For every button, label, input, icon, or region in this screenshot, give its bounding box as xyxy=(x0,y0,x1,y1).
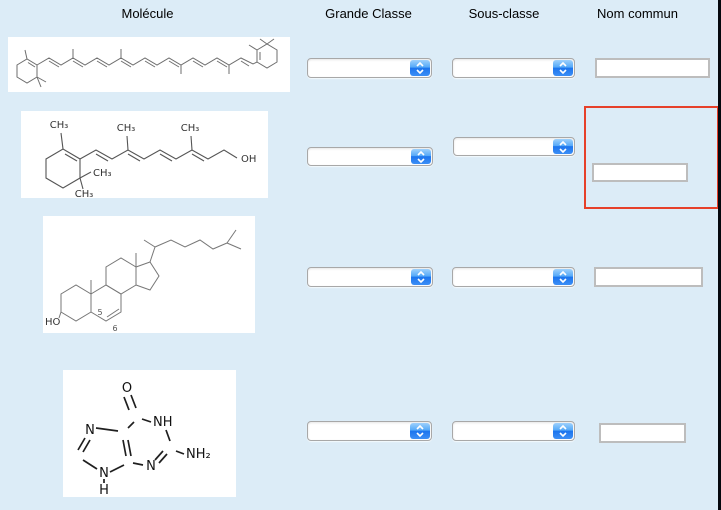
window-edge xyxy=(718,0,721,510)
column-header-molecule: Molécule xyxy=(121,6,174,21)
stepper-arrows-icon xyxy=(410,60,430,76)
guanine-n3-label: N xyxy=(146,459,156,474)
retinol-chain-ch3-label-2: CH₃ xyxy=(181,123,200,134)
cholesterol-drawing: HO 5 6 xyxy=(45,229,242,333)
retinol-gem-ch3-label-1: CH₃ xyxy=(93,168,112,179)
retinol-drawing: CH₃ CH₃ CH₃ CH₃ CH₃ OH xyxy=(45,120,256,198)
grande-classe-select-row1[interactable] xyxy=(307,58,432,78)
guanine-o-label: O xyxy=(122,381,132,396)
guanine-nh-label: NH xyxy=(153,415,173,430)
retinol-chain-ch3-label-1: CH₃ xyxy=(117,123,136,134)
grande-classe-select-row4[interactable] xyxy=(307,421,432,441)
column-header-sous-classe: Sous-classe xyxy=(468,6,540,21)
beta-carotene-structure-image xyxy=(8,37,290,92)
nom-commun-input-row3[interactable] xyxy=(594,267,703,287)
nom-commun-input-row4[interactable] xyxy=(599,423,686,443)
retinol-structure-image: CH₃ CH₃ CH₃ CH₃ CH₃ OH xyxy=(21,111,268,198)
cholesterol-c6-label: 6 xyxy=(112,324,117,333)
sous-classe-select-row1[interactable] xyxy=(452,58,575,78)
stepper-arrows-icon xyxy=(553,423,573,439)
guanine-n7-label: N xyxy=(85,423,95,438)
cholesterol-structure-image: HO 5 6 xyxy=(43,216,255,333)
guanine-structure-image: O NH NH₂ N N N H xyxy=(63,370,236,497)
grande-classe-select-row2[interactable] xyxy=(307,147,433,166)
cholesterol-ho-label: HO xyxy=(45,317,61,328)
stepper-arrows-icon xyxy=(553,139,573,154)
cholesterol-c5-label: 5 xyxy=(97,308,102,317)
sous-classe-select-row3[interactable] xyxy=(452,267,575,287)
column-header-grande-classe: Grande Classe xyxy=(325,6,412,21)
sous-classe-select-row2[interactable] xyxy=(453,137,575,156)
guanine-nh2-label: NH₂ xyxy=(186,447,211,462)
retinol-gem-ch3-label-2: CH₃ xyxy=(75,189,94,198)
retinol-oh-label: OH xyxy=(241,154,256,165)
stepper-arrows-icon xyxy=(410,423,430,439)
guanine-h-label: H xyxy=(99,483,109,497)
stepper-arrows-icon xyxy=(553,60,573,76)
nom-commun-input-row1[interactable] xyxy=(595,58,710,78)
beta-carotene-drawing xyxy=(16,38,278,88)
guanine-drawing: O NH NH₂ N N N H xyxy=(77,381,211,497)
stepper-arrows-icon xyxy=(553,269,573,285)
grande-classe-select-row3[interactable] xyxy=(307,267,433,287)
retinol-ring-ch3-label: CH₃ xyxy=(50,120,69,131)
nom-commun-input-row2[interactable] xyxy=(592,163,688,182)
stepper-arrows-icon xyxy=(411,269,431,285)
column-header-nom-commun: Nom commun xyxy=(597,6,678,21)
highlight-box xyxy=(584,106,719,209)
guanine-n9-label: N xyxy=(99,466,109,481)
sous-classe-select-row4[interactable] xyxy=(452,421,575,441)
stepper-arrows-icon xyxy=(411,149,431,164)
